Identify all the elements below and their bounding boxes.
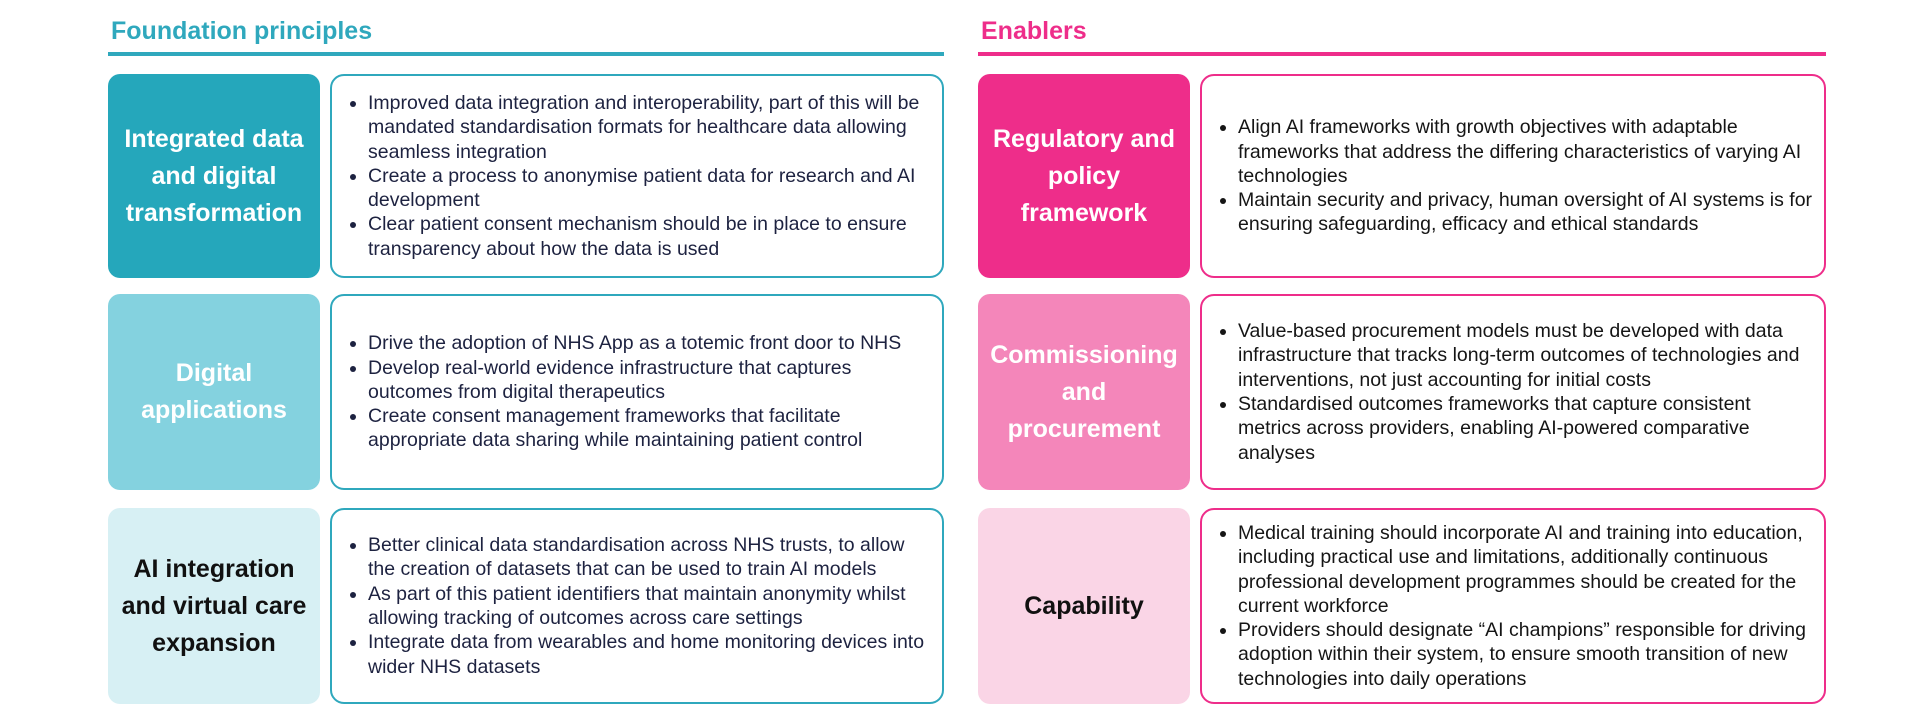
foundation-row-ai-integration: AI integration and virtual care expansio…: [108, 508, 944, 704]
list-item: Create consent management frameworks tha…: [368, 404, 934, 453]
panel-regulatory-policy: Align AI frameworks with growth objectiv…: [1200, 74, 1826, 278]
foundation-principles-heading: Foundation principles: [108, 14, 944, 56]
list-item: Align AI frameworks with growth objectiv…: [1238, 115, 1816, 188]
enablers-row-regulatory: Regulatory and policy framework Align AI…: [978, 74, 1826, 278]
list-item: Value-based procurement models must be d…: [1238, 319, 1816, 392]
tile-ai-integration: AI integration and virtual care expansio…: [108, 508, 320, 704]
tile-capability: Capability: [978, 508, 1190, 704]
bullet-list: Align AI frameworks with growth objectiv…: [1212, 115, 1816, 236]
list-item: Create a process to anonymise patient da…: [368, 164, 934, 213]
panel-integrated-data: Improved data integration and interopera…: [330, 74, 944, 278]
tile-commissioning-procurement: Commissioning and procurement: [978, 294, 1190, 490]
list-item: Clear patient consent mechanism should b…: [368, 212, 934, 261]
list-item: As part of this patient identifiers that…: [368, 582, 934, 631]
enablers-column: Enablers Regulatory and policy framework…: [978, 14, 1826, 704]
bullet-list: Medical training should incorporate AI a…: [1212, 521, 1816, 691]
list-item: Providers should designate “AI champions…: [1238, 618, 1816, 691]
list-item: Better clinical data standardisation acr…: [368, 533, 934, 582]
list-item: Medical training should incorporate AI a…: [1238, 521, 1816, 618]
bullet-list: Improved data integration and interopera…: [342, 91, 934, 261]
list-item: Develop real-world evidence infrastructu…: [368, 356, 934, 405]
list-item: Drive the adoption of NHS App as a totem…: [368, 331, 934, 355]
enablers-heading: Enablers: [978, 14, 1826, 56]
panel-commissioning-procurement: Value-based procurement models must be d…: [1200, 294, 1826, 490]
foundation-row-integrated-data: Integrated data and digital transformati…: [108, 74, 944, 278]
foundation-principles-column: Foundation principles Integrated data an…: [108, 14, 944, 704]
tile-regulatory-policy: Regulatory and policy framework: [978, 74, 1190, 278]
bullet-list: Better clinical data standardisation acr…: [342, 533, 934, 679]
foundation-row-digital-applications: Digital applications Drive the adoption …: [108, 294, 944, 490]
panel-digital-applications: Drive the adoption of NHS App as a totem…: [330, 294, 944, 490]
enablers-row-capability: Capability Medical training should incor…: [978, 508, 1826, 704]
tile-integrated-data: Integrated data and digital transformati…: [108, 74, 320, 278]
list-item: Standardised outcomes frameworks that ca…: [1238, 392, 1816, 465]
bullet-list: Value-based procurement models must be d…: [1212, 319, 1816, 465]
enablers-row-commissioning: Commissioning and procurement Value-base…: [978, 294, 1826, 490]
list-item: Maintain security and privacy, human ove…: [1238, 188, 1816, 237]
list-item: Integrate data from wearables and home m…: [368, 630, 934, 679]
panel-capability: Medical training should incorporate AI a…: [1200, 508, 1826, 704]
panel-ai-integration: Better clinical data standardisation acr…: [330, 508, 944, 704]
tile-digital-applications: Digital applications: [108, 294, 320, 490]
bullet-list: Drive the adoption of NHS App as a totem…: [342, 331, 934, 452]
list-item: Improved data integration and interopera…: [368, 91, 934, 164]
